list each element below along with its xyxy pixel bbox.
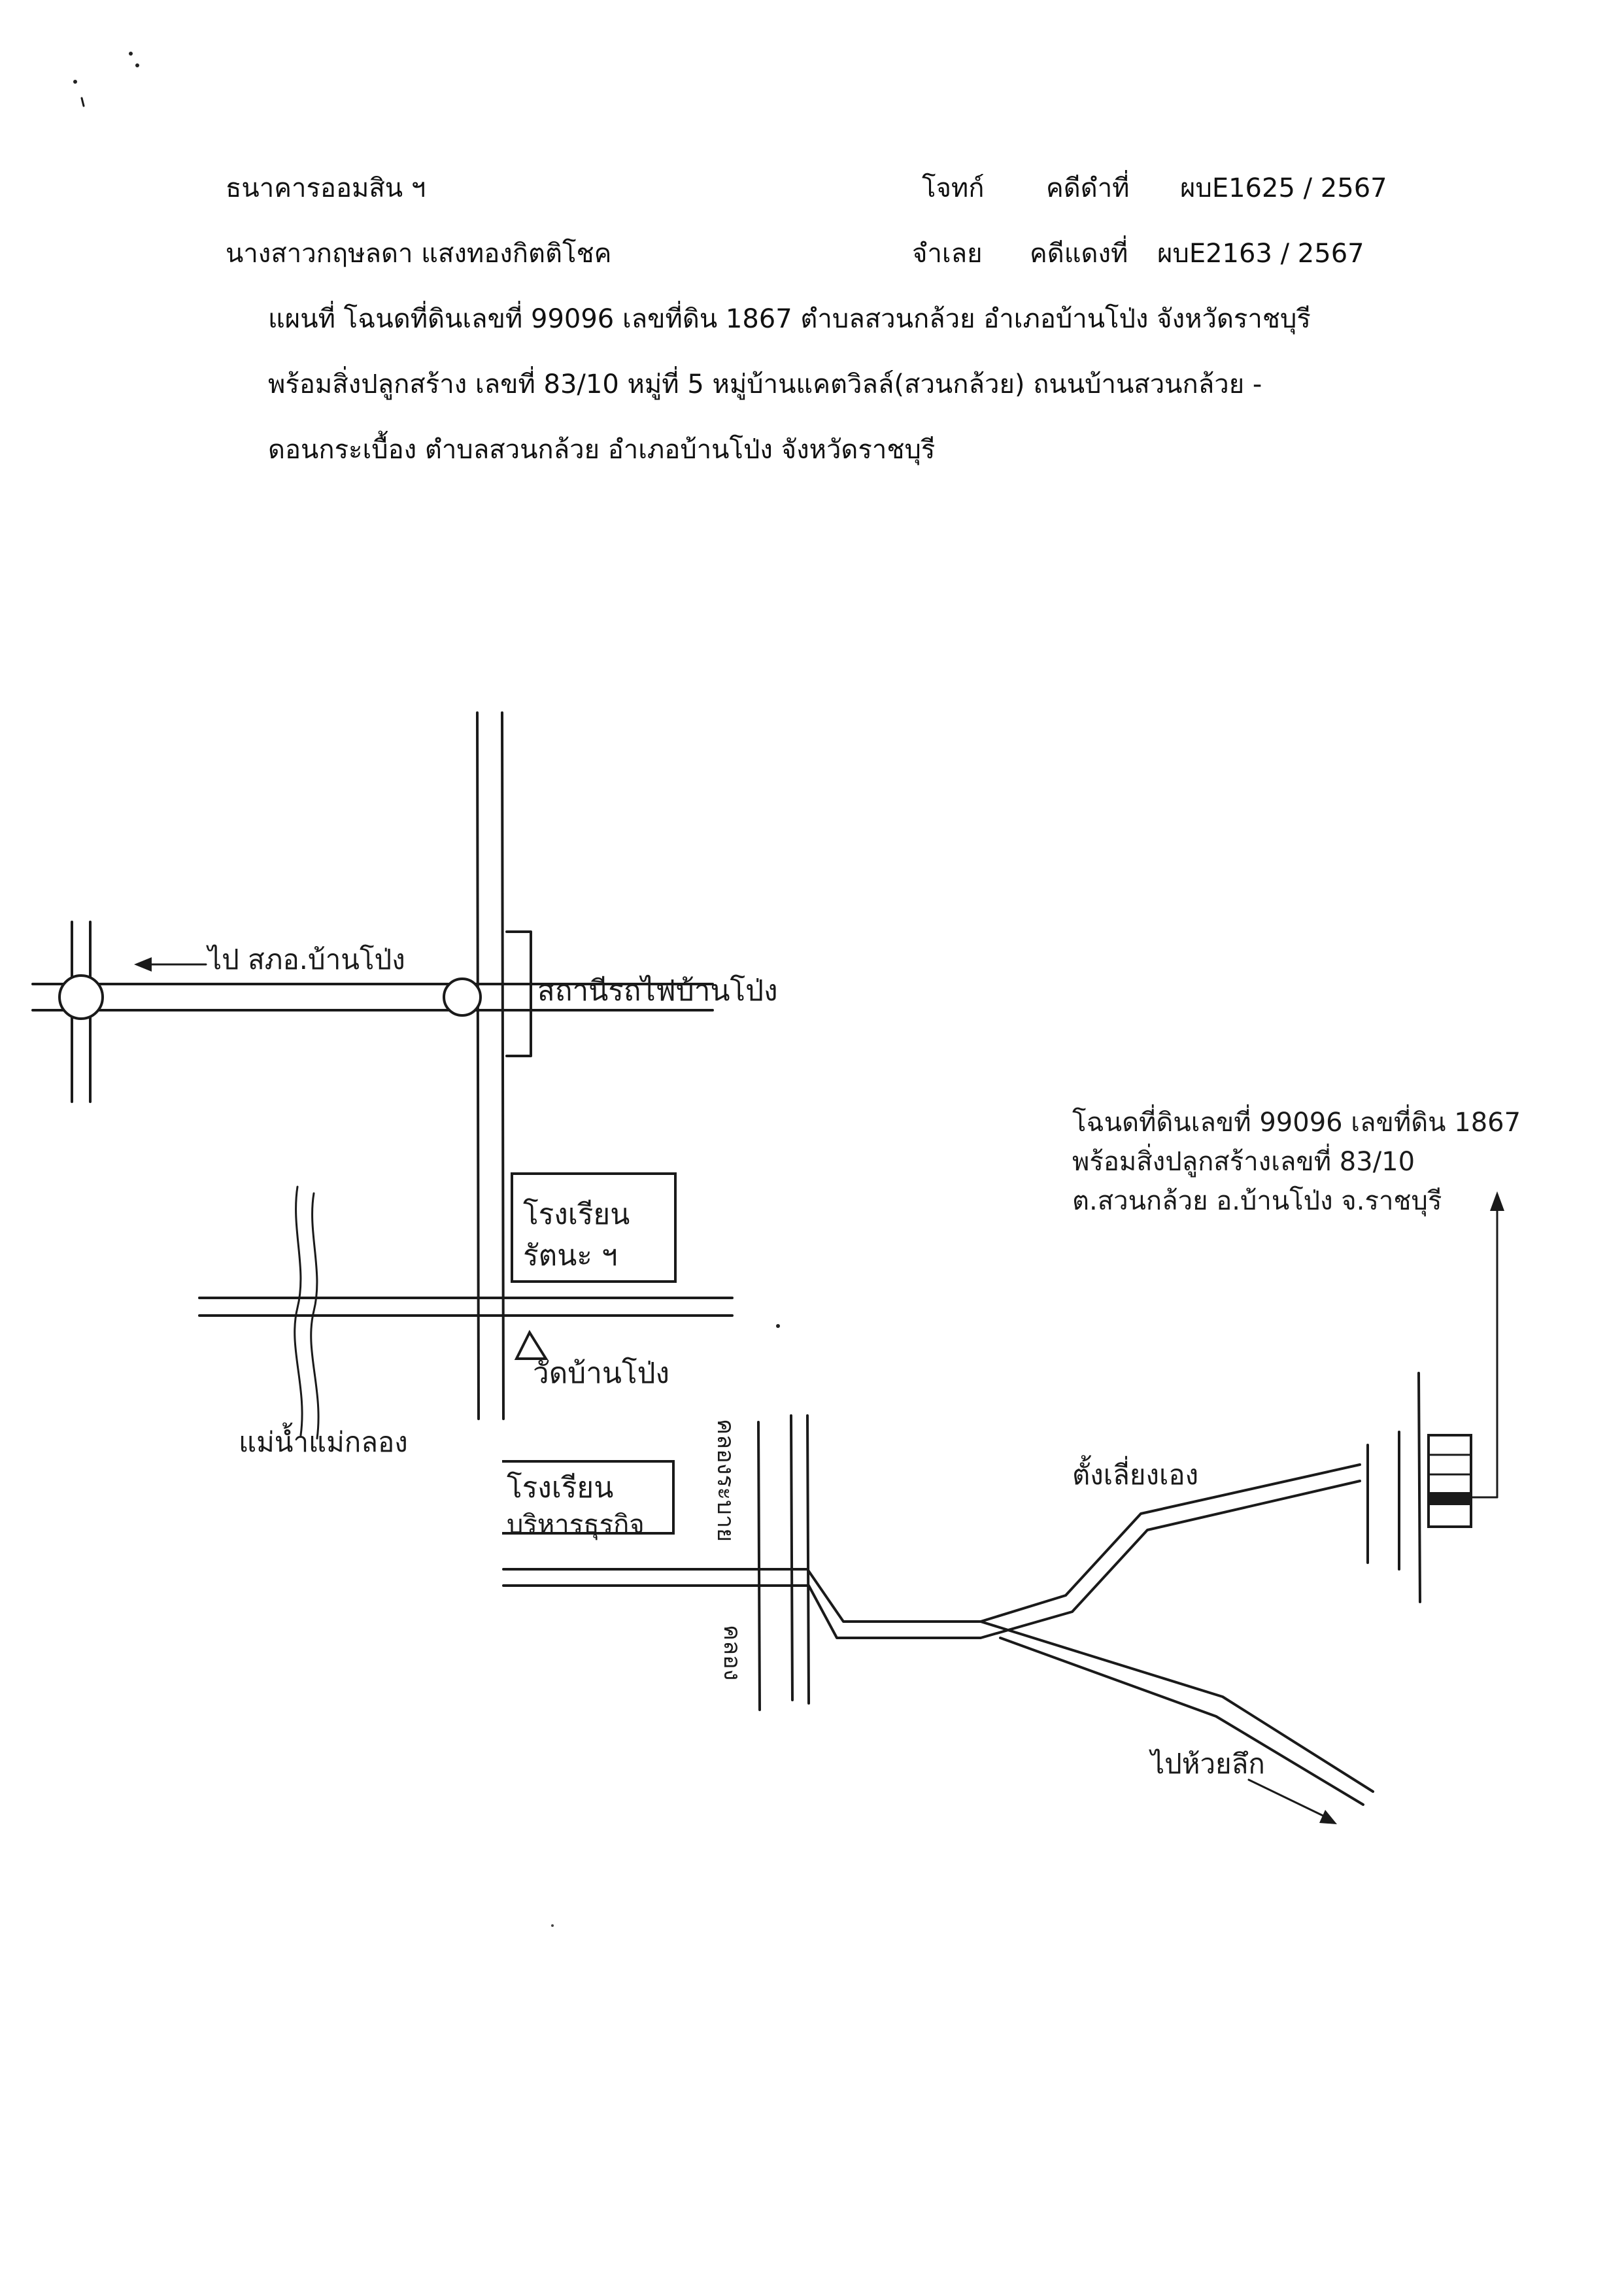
to-district-office-label: ไป สภอ.บ้านโป่ง [206, 944, 405, 976]
arrow-left-icon [134, 957, 207, 972]
plaintiff-name: ธนาคารออมสิน ฯ [226, 173, 426, 203]
description-line-2: พร้อมสิ่งปลูกสร้าง เลขที่ 83/10 หมู่ที่ … [268, 369, 1262, 400]
school-1-label-line-1: โรงเรียน [523, 1198, 630, 1231]
upper-road [31, 921, 714, 1103]
plot-label-line-3: ต.สวนกล้วย อ.บ้านโป่ง จ.ราชบุรี [1072, 1186, 1442, 1217]
description-line-3: ดอนกระเบื้อง ตำบลสวนกล้วย อำเภอบ้านโป่ง … [268, 435, 936, 465]
canal-upper-label: คลองระบาย [712, 1419, 739, 1542]
school-1-label-line-2: รัตนะ ฯ [523, 1239, 618, 1272]
plot-label-line-2: พร้อมสิ่งปลูกสร้างเลขที่ 83/10 [1072, 1144, 1415, 1177]
shop-label: ตั้งเลี่ยงเอง [1072, 1455, 1198, 1491]
temple-label: วัดบ้านโป่ง [533, 1357, 669, 1390]
river-label: แม่น้ำแม่กลอง [239, 1422, 408, 1458]
plaintiff-role: โจทก์ [922, 173, 985, 203]
plot-side-roads [1366, 1372, 1421, 1603]
school-1-box [511, 1172, 677, 1283]
left-roundabout [58, 974, 104, 1020]
plot-marker [1430, 1492, 1470, 1505]
arrow-up-icon [1470, 1191, 1504, 1499]
land-plot [1427, 1434, 1472, 1528]
canal-lower-label: คลอง [719, 1625, 745, 1680]
school-2-label-line-2: บริหารธุรกิจ [507, 1510, 645, 1540]
plot-label-line-1: โฉนดที่ดินเลขที่ 99096 เลขที่ดิน 1867 [1072, 1104, 1521, 1138]
temple-icon [514, 1329, 549, 1360]
train-station-label: สถานีรถไฟบ้านโป่ง [537, 974, 778, 1008]
description-line-1: แผนที่ โฉนดที่ดินเลขที่ 99096 เลขที่ดิน … [268, 304, 1311, 334]
red-case-label: คดีแดงที่ [1030, 239, 1128, 269]
lower-road [502, 1568, 809, 1587]
to-huai-luek-label: ไปห้วยลึก [1149, 1748, 1265, 1780]
defendant-role: จำเลย [912, 239, 983, 269]
main-road-vertical [476, 711, 505, 1420]
school-2-label-line-1: โรงเรียน [507, 1471, 613, 1504]
red-case-number: ผบE2163 / 2567 [1157, 239, 1364, 269]
river [294, 1185, 320, 1440]
road-to-plot [806, 1463, 1374, 1806]
defendant-name: นางสาวกฤษลดา แสงทองกิตติโชค [226, 239, 612, 269]
arrow-down-right-icon [1247, 1778, 1337, 1824]
main-roundabout [443, 978, 482, 1017]
middle-road [198, 1297, 734, 1317]
train-station-box [505, 930, 532, 1057]
school-2-box [502, 1460, 675, 1535]
black-case-label: คดีดำที่ [1046, 173, 1130, 203]
canal [757, 1414, 810, 1711]
black-case-number: ผบE1625 / 2567 [1180, 173, 1387, 203]
scan-specks [73, 52, 139, 107]
